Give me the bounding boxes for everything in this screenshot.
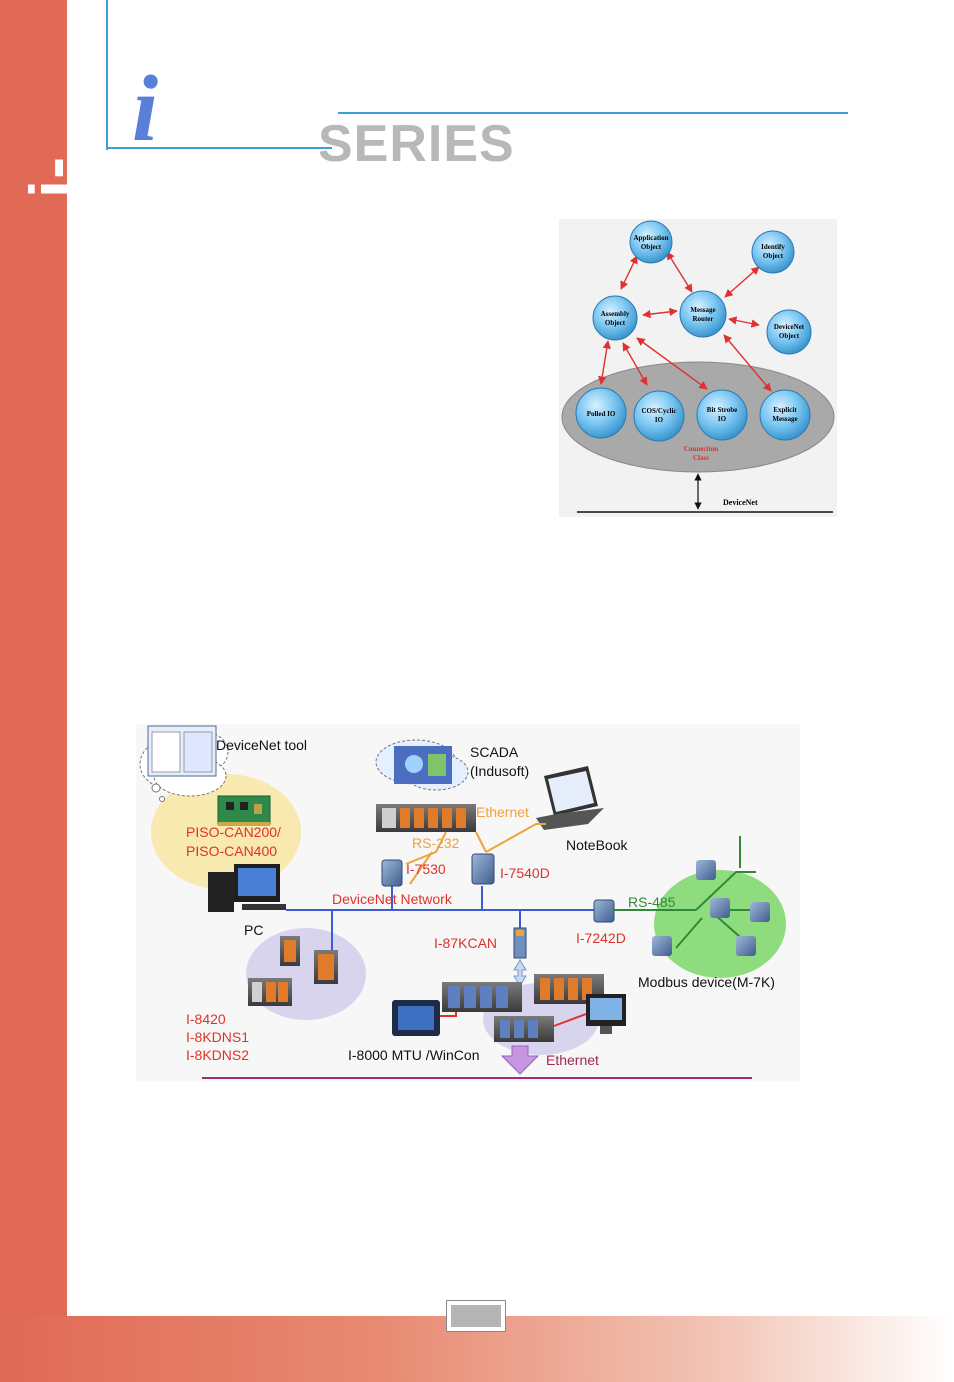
devicenet-tool-label: DeviceNet tool — [216, 737, 307, 753]
svg-text:Object: Object — [641, 243, 662, 251]
rs232-label: RS-232 — [412, 835, 460, 851]
i8420-controllers-icon — [248, 936, 338, 1006]
i7242d-module-icon — [593, 899, 615, 923]
connection-class-label: Connection — [684, 445, 718, 453]
ethernet-top-label: Ethernet — [476, 804, 529, 820]
logo-vertical-line — [106, 0, 108, 150]
mtu-wincon-cluster-icon — [392, 974, 626, 1042]
piso-can-card-icon — [217, 795, 271, 826]
scada-label: SCADA — [470, 744, 519, 760]
page-number-tab — [446, 1300, 506, 1332]
connection-class-label-2: Class — [693, 454, 709, 462]
svg-text:DeviceNet: DeviceNet — [774, 323, 805, 331]
i87kcan-module-icon — [513, 927, 527, 959]
logo-horizontal-line — [106, 147, 332, 149]
modbus-device-label: Modbus device(M-7K) — [638, 974, 775, 990]
i7242d-label: I-7242D — [576, 930, 626, 946]
devicenet-network-architecture-figure: DeviceNet tool SCADA (Indusoft) PISO-CAN… — [136, 724, 800, 1081]
i7530-module-icon — [381, 859, 403, 887]
ethernet-down-arrow — [500, 1045, 540, 1075]
piso-can-label-2: PISO-CAN400 — [186, 843, 277, 859]
svg-text:COS/Cyclic: COS/Cyclic — [642, 407, 677, 415]
cos-cyclic-io-node: COS/Cyclic IO — [633, 390, 685, 442]
svg-text:Application: Application — [633, 234, 668, 242]
svg-text:Identify: Identify — [761, 243, 785, 251]
pc-icon — [208, 864, 286, 912]
svg-text:IO: IO — [655, 416, 664, 424]
modbus-device-icons — [652, 860, 770, 956]
identify-object-node: Identify Object — [751, 230, 795, 274]
svg-text:Router: Router — [693, 315, 714, 323]
i87kcan-label: I-87KCAN — [434, 935, 497, 951]
scada-cloud — [375, 739, 469, 791]
svg-text:Object: Object — [605, 319, 626, 327]
i7530-label: I-7530 — [406, 861, 446, 877]
sidebar-brand-title: i-8000 — [16, 101, 160, 253]
devicenet-bus-label: DeviceNet — [723, 498, 758, 507]
mtu-wincon-label: I-8000 MTU /WinCon — [348, 1047, 479, 1063]
pc-label: PC — [244, 922, 263, 938]
polled-io-node: Polled IO — [575, 387, 627, 439]
ethernet-bottom-label: Ethernet — [546, 1052, 599, 1068]
explicit-message-node: Explicit Message — [759, 389, 811, 441]
application-object-node: Application Object — [629, 220, 673, 264]
message-router-node: Message Router — [679, 290, 727, 338]
piso-can-label: PISO-CAN200/ — [186, 824, 281, 840]
logo-i-letter: i — [132, 57, 159, 161]
scada-controller-rack-icon — [376, 804, 476, 832]
assembly-object-node: Assembly Object — [592, 295, 638, 341]
devicenet-object-node: DeviceNet Object — [766, 309, 812, 355]
svg-text:Message: Message — [772, 415, 797, 423]
devicenet-network-label: DeviceNet Network — [332, 891, 453, 907]
i7540d-module-icon — [471, 853, 495, 885]
svg-text:Object: Object — [779, 332, 800, 340]
rs485-label: RS-485 — [628, 894, 676, 910]
bit-strobe-io-node: Bit Strobe IO — [696, 389, 748, 441]
svg-text:IO: IO — [718, 415, 727, 423]
notebook-icon — [536, 766, 604, 830]
i8kdns2-label: I-8KDNS2 — [186, 1047, 249, 1063]
i8kdns1-label: I-8KDNS1 — [186, 1029, 249, 1045]
svg-text:Object: Object — [763, 252, 784, 260]
i7540d-label: I-7540D — [500, 865, 550, 881]
scada-label-2: (Indusoft) — [470, 763, 529, 779]
left-sidebar-band — [0, 0, 67, 1382]
notebook-label: NoteBook — [566, 837, 628, 853]
svg-text:Assembly: Assembly — [601, 310, 630, 318]
i8420-label: I-8420 — [186, 1011, 226, 1027]
logo-series-word: SERIES — [318, 115, 515, 173]
header-rule — [338, 112, 848, 114]
svg-text:Message: Message — [690, 306, 715, 314]
devicenet-tool-cloud — [139, 725, 229, 802]
svg-text:Explicit: Explicit — [773, 406, 797, 414]
svg-text:Bit Strobe: Bit Strobe — [707, 406, 737, 414]
devicenet-object-model-figure: Application Object Identify Object Assem… — [559, 219, 837, 517]
svg-text:Polled IO: Polled IO — [587, 410, 616, 418]
